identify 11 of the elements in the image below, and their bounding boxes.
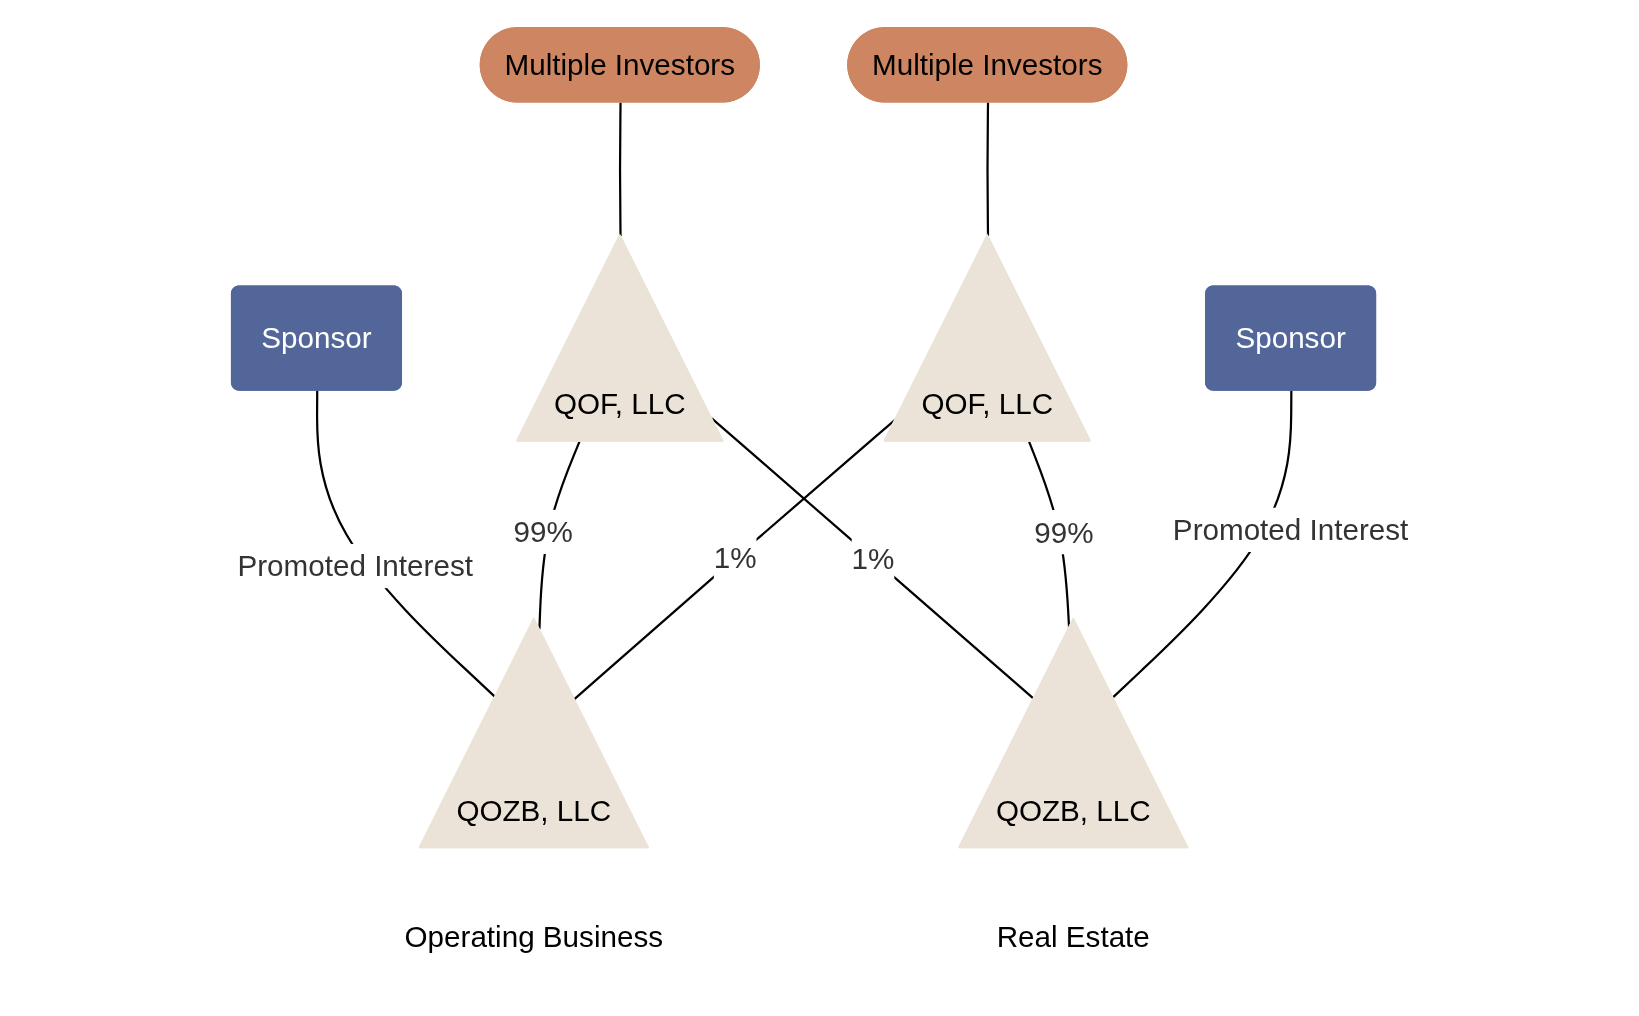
node-label: Operating Business <box>404 920 663 953</box>
edge-label: Promoted Interest <box>1172 513 1408 547</box>
edge-label: Promoted Interest <box>236 549 473 583</box>
edge-label: 99% <box>1033 515 1094 549</box>
connector <box>710 417 1035 700</box>
edge-label: 1% <box>851 542 894 575</box>
edge-label: 1% <box>713 541 756 575</box>
edge-label: 99% <box>513 515 573 549</box>
node-label: Real Estate <box>996 920 1150 953</box>
connector <box>618 102 622 236</box>
connector <box>985 102 989 236</box>
